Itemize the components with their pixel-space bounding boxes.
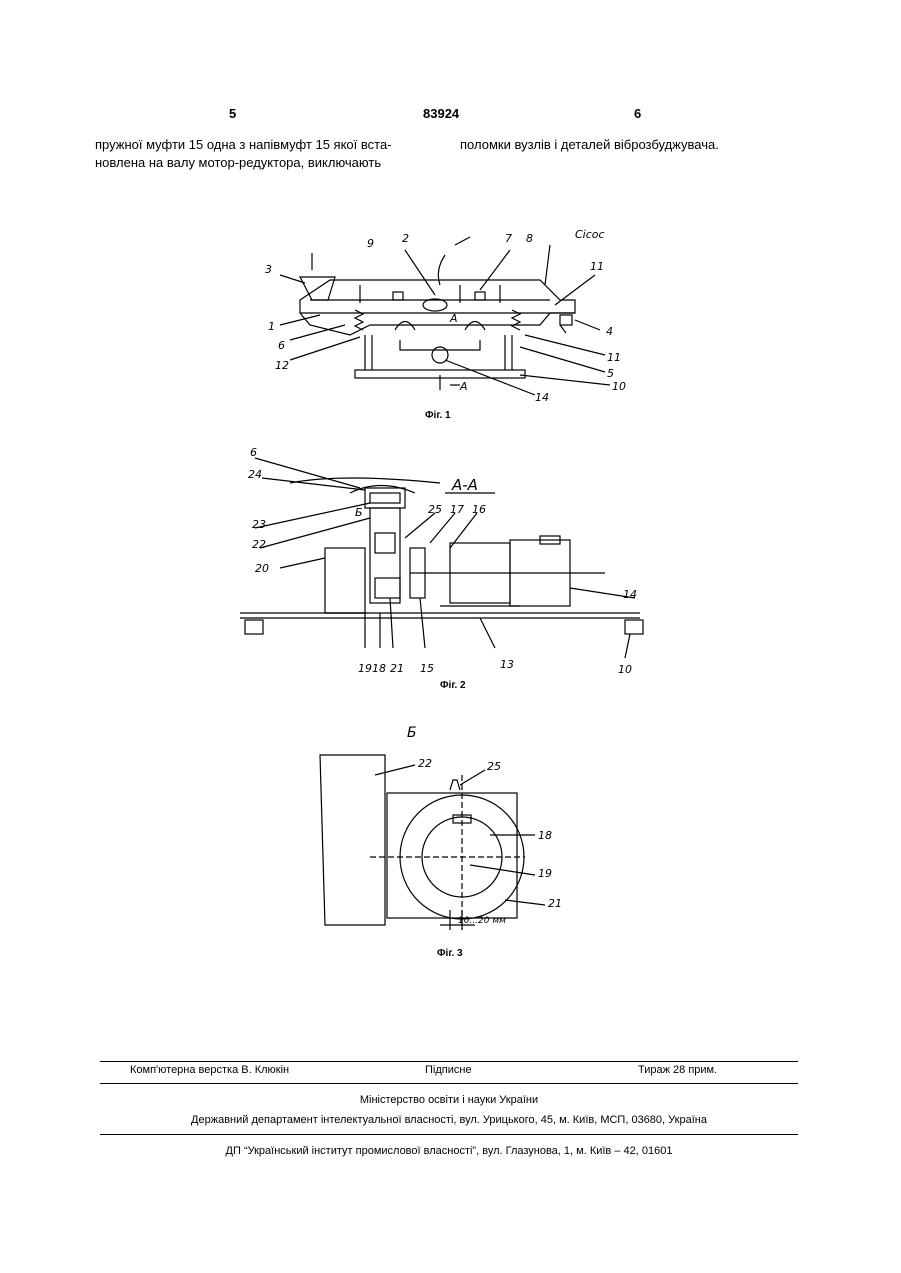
fig1-label: 9 [367,237,374,250]
fig2-label: 22 [252,538,266,551]
figure-3-caption: Фіг. 3 [437,948,463,959]
fig1-label: 3 [265,263,272,276]
fig1-label: 12 [275,359,289,372]
figure-3-drawing: Б 22 25 18 19 21 10...20 мм [310,715,580,940]
body-line: поломки вузлів і деталей віброзбуджувача… [460,136,780,154]
fig1-label: 14 [535,391,549,404]
fig2-label: 13 [500,658,514,671]
figure-2-caption: Фіг. 2 [440,680,466,691]
fig1-label: 6 [278,339,285,352]
fig3-label: 19 [538,867,552,880]
fig2-label: 15 [420,662,434,675]
block-21 [387,793,517,918]
fig2-label: Б [355,506,363,519]
fig3-label: 18 [538,829,552,842]
fig2-label: 17 [450,503,464,516]
body-right-column: поломки вузлів і деталей віброзбуджувача… [460,136,780,154]
fig1-label: 8 [526,232,533,245]
fig1-label: 4 [606,325,613,338]
page-number-right: 6 [634,106,641,121]
ministry: Міністерство освіти і науки України [100,1094,798,1106]
fig1-label: 11 [590,260,604,273]
fig2-label: 25 [428,503,442,516]
plate-22 [320,755,385,925]
footer-rule-top [100,1061,798,1062]
fig1-label: 2 [402,232,409,245]
fig2-label: 10 [618,663,632,676]
fig2-label: 14 [623,588,637,601]
page-number-left: 5 [229,106,236,121]
fig1-label: 11 [607,351,621,364]
fig2-label: 20 [255,562,269,575]
fig2-label: 6 [250,446,257,459]
fig2-label: 23 [252,518,266,531]
figure-2-drawing: 6 24 23 Б 22 20 25 17 16 14 19 18 21 15 … [240,448,650,676]
fig2-label: 24 [248,468,262,481]
housing [300,280,575,335]
fig2-label: 18 [372,662,386,675]
body-line: пружної муфти 15 одна з напівмуфт 15 яко… [95,136,420,154]
view-label: Б [407,725,417,741]
figure-1-drawing: 3 9 2 7 8 Сісос 11 1 А 4 6 12 11 5 10 А … [250,225,630,405]
patent-number: 83924 [423,106,459,121]
fig1-label: 5 [607,367,614,380]
fig1-label: 7 [505,232,512,245]
institute: ДП “Український інститут промислової вла… [100,1145,798,1157]
body-left-column: пружної муфти 15 одна з напівмуфт 15 яко… [95,136,420,172]
fig1-label: 10 [612,380,626,393]
fig3-label: 21 [548,897,562,910]
fig2-label: 19 [358,662,372,675]
fig2-label: 21 [390,662,404,675]
fig3-label: 22 [418,757,432,770]
typesetter: Комп'ютерна верстка В. Клюкін [130,1064,289,1076]
signed: Підписне [425,1064,472,1076]
section-label: А-А [451,476,478,494]
footer-rule-bottom [100,1134,798,1135]
footer-rule-middle [100,1083,798,1084]
fig1-label: 1 [268,320,275,333]
dimension-label: 10...20 мм [458,916,506,926]
department: Державний департамент інтелектуальної вл… [100,1114,798,1126]
fig3-label: 25 [487,760,501,773]
fig1-label: А [459,380,468,393]
circulation: Тираж 28 прим. [638,1064,717,1076]
fig1-label: Сісос [575,228,605,241]
fig2-label: 16 [472,503,486,516]
body-line: новлена на валу мотор-редуктора, виключа… [95,154,420,172]
fig1-label: А [449,312,458,325]
figure-1-caption: Фіг. 1 [425,410,451,421]
